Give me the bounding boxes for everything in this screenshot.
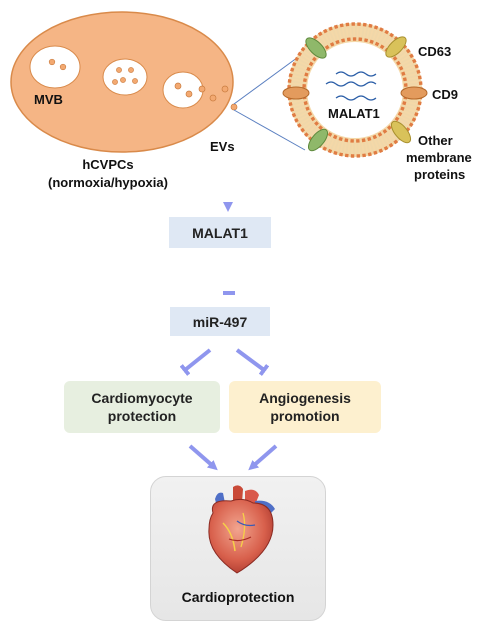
mvb-vesicle [120, 77, 126, 83]
zoom-line-top [233, 51, 306, 105]
mvb-vesicle [116, 67, 122, 73]
cell-name-label: hCVPCs [82, 157, 134, 172]
mvb-vesicle [112, 79, 118, 85]
cardioprotection-panel: Cardioprotection [150, 476, 326, 621]
arrow-cardio-to-outcome [188, 444, 218, 471]
cd9-label: CD9 [432, 87, 459, 102]
angiogenesis-promotion-node: Angiogenesis promotion [229, 381, 381, 433]
cardio-line-1: Cardiomyocyte [91, 390, 193, 406]
zoom-line-bottom [233, 109, 306, 151]
cargo-label: MALAT1 [328, 106, 380, 121]
other-proteins-label-2: membrane [406, 150, 472, 165]
cardio-line-2: protection [107, 408, 177, 424]
ev-particle [221, 85, 229, 93]
mvb-vesicle [59, 63, 67, 71]
other-proteins-label-3: proteins [414, 167, 466, 182]
malat1-node: MALAT1 [169, 217, 271, 248]
cd63-protein [305, 36, 407, 59]
angio-line-1: Angiogenesis [259, 390, 351, 406]
inhibit-mir497-to-angio [235, 348, 270, 377]
cd63-label: CD63 [418, 44, 452, 59]
outcome-label: Cardioprotection [181, 589, 295, 605]
evs-label: EVs [210, 139, 235, 154]
ev-particle [174, 82, 182, 90]
ev-particle [209, 94, 217, 102]
other-proteins-label-1: Other [418, 133, 453, 148]
heart-icon [208, 485, 275, 574]
cd9-protein [282, 86, 428, 100]
mvb-vesicle [132, 78, 138, 84]
mir497-node: miR-497 [170, 307, 270, 336]
inhibit-mir497-to-cardio [179, 348, 212, 376]
mvb-vesicle [48, 58, 56, 66]
arrow-angio-to-outcome [248, 444, 278, 471]
mvb-vesicle [128, 67, 134, 73]
rna-wave-icon [325, 71, 377, 101]
ev-particle [185, 90, 193, 98]
ev-particle [198, 85, 206, 93]
angio-line-2: promotion [270, 408, 340, 424]
cell-condition-label: (normoxia/hypoxia) [48, 175, 168, 190]
other-membrane-protein [307, 120, 412, 152]
cardiomyocyte-protection-node: Cardiomyocyte protection [64, 381, 220, 433]
mvb-2 [102, 58, 148, 96]
mvb-1 [29, 45, 81, 89]
mvb-label: MVB [34, 92, 63, 107]
ev-particle [230, 103, 238, 111]
secreting-mvb [162, 71, 204, 109]
